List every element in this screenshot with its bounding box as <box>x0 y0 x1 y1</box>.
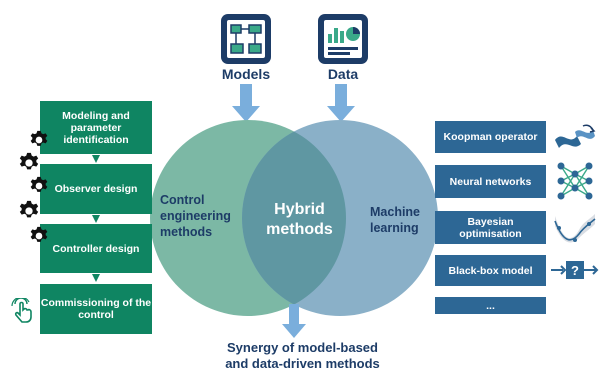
synergy-text: Synergy of model-based and data-driven m… <box>190 340 415 372</box>
synergy-down-arrow <box>282 304 306 338</box>
ml-box-bayesian-label: Bayesian optimisation <box>459 215 522 240</box>
flowchart-tablet-icon <box>221 14 271 64</box>
models-down-arrow <box>232 84 260 122</box>
svg-text:?: ? <box>571 263 579 278</box>
hybrid-overlap <box>242 120 346 316</box>
synergy-line-1: Synergy of model-based <box>227 340 378 355</box>
ml-box-bayesian: Bayesian optimisation <box>435 211 546 244</box>
ml-box-more-label: ... <box>486 299 495 312</box>
gear-icon <box>30 176 48 192</box>
gear-icon <box>19 200 39 218</box>
step-observer-label: Observer design <box>54 183 138 195</box>
neural-network-icon <box>557 162 593 200</box>
gear-icon <box>30 226 48 242</box>
step-commissioning-label: Commissioning of the control <box>40 297 152 321</box>
venn-diagram <box>150 120 438 316</box>
step-commissioning: Commissioning of the control <box>40 284 152 334</box>
gear-icon <box>30 130 48 146</box>
step-arrow-3 <box>92 274 100 282</box>
ml-box-blackbox: Black-box model <box>435 255 546 286</box>
synergy-line-2: and data-driven methods <box>225 356 380 371</box>
gear-icon <box>19 152 39 170</box>
ml-box-blackbox-label: Black-box model <box>448 264 533 277</box>
ml-box-neural: Neural networks <box>435 165 546 198</box>
step-modeling-label: Modeling and parameter identification <box>62 109 130 146</box>
black-box-icon: ? <box>551 261 599 279</box>
models-label: Models <box>221 66 271 82</box>
venn-right-label: Machine learning <box>370 205 421 235</box>
koopman-waves-icon <box>555 124 596 148</box>
step-controller: Controller design <box>40 224 152 273</box>
step-arrow-1 <box>92 155 100 163</box>
step-arrow-2 <box>92 215 100 223</box>
ml-box-neural-label: Neural networks <box>449 175 532 188</box>
venn-center-label: Hybrid methods <box>266 201 333 238</box>
ml-box-koopman-label: Koopman operator <box>443 131 538 143</box>
step-controller-label: Controller design <box>52 242 140 255</box>
data-label: Data <box>327 66 359 82</box>
ml-box-more: ... <box>435 297 546 314</box>
bayesian-curve-icon <box>554 214 596 243</box>
hand-pointer-icon <box>11 298 32 323</box>
data-down-arrow <box>327 84 355 122</box>
step-observer: Observer design <box>40 164 152 214</box>
ml-box-koopman: Koopman operator <box>435 121 546 153</box>
step-modeling: Modeling and parameter identification <box>40 101 152 154</box>
chart-tablet-icon <box>318 14 368 64</box>
venn-left-label: Control engineering methods <box>160 193 231 239</box>
